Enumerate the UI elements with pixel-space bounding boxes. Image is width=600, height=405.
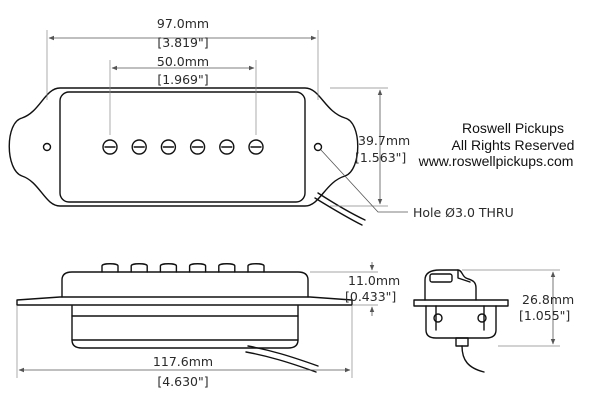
side-pole-piece	[101, 263, 119, 273]
end-view: 26.8mm [1.055"]	[413, 269, 574, 373]
ear-length-metric: 117.6mm	[153, 354, 213, 369]
pole-piece	[160, 139, 177, 155]
lead-wire	[317, 192, 366, 221]
pole-piece	[102, 139, 118, 155]
mounting-hole-label: Hole Ø3.0 THRU	[413, 205, 514, 220]
side-cover	[61, 271, 309, 298]
side-base-plate	[16, 296, 353, 306]
pole-spacing-imperial: [1.969"]	[157, 72, 208, 87]
side-pole-pieces	[101, 263, 265, 273]
side-pole-piece	[218, 263, 236, 273]
cover-height-metric: 11.0mm	[348, 273, 400, 288]
total-height-metric: 26.8mm	[522, 292, 574, 307]
width-metric: 39.7mm	[358, 133, 410, 148]
side-view: 11.0mm [0.433"] 117.6mm [4.630"]	[16, 262, 400, 389]
dog-ear-base-plate	[8, 87, 359, 207]
ear-length-imperial: [4.630"]	[157, 374, 208, 389]
end-screw-left	[433, 313, 443, 323]
mounting-hole-right	[313, 142, 323, 152]
lead-wire-outer	[314, 197, 363, 226]
end-base-plate	[413, 299, 509, 307]
end-screw-right	[477, 313, 487, 323]
side-pole-piece	[247, 263, 265, 273]
side-pole-piece	[159, 263, 178, 273]
overall-length-imperial: [3.819"]	[157, 35, 208, 50]
side-pole-piece	[130, 263, 148, 273]
overall-length-metric: 97.0mm	[157, 16, 209, 31]
total-height-imperial: [1.055"]	[519, 308, 570, 323]
end-lead-exit	[455, 337, 469, 347]
end-cover	[424, 269, 477, 301]
mounting-hole-left	[42, 142, 52, 152]
pole-piece	[189, 139, 206, 155]
rights-reserved: All Rights Reserved	[452, 137, 575, 153]
hole-leader-line	[320, 149, 408, 213]
pickup-cover	[59, 91, 306, 203]
cover-height-imperial: [0.433"]	[345, 289, 396, 304]
company-website: www.roswellpickups.com	[418, 153, 574, 169]
company-name: Roswell Pickups	[462, 120, 564, 136]
pole-piece	[219, 139, 235, 155]
side-lead-wire	[247, 345, 319, 367]
brand-block: Roswell Pickups All Rights Reserved www.…	[418, 120, 575, 169]
side-bobbin	[71, 305, 299, 349]
pole-piece	[131, 139, 147, 155]
pole-pieces	[102, 139, 264, 155]
pole-piece	[248, 139, 264, 155]
pole-spacing-metric: 50.0mm	[157, 54, 209, 69]
side-pole-piece	[188, 263, 207, 273]
top-view: 97.0mm [3.819"] 50.0mm [1.969"] 39.7mm […	[8, 16, 514, 226]
width-imperial: [1.563"]	[355, 150, 406, 165]
end-lead-wire	[461, 345, 485, 373]
